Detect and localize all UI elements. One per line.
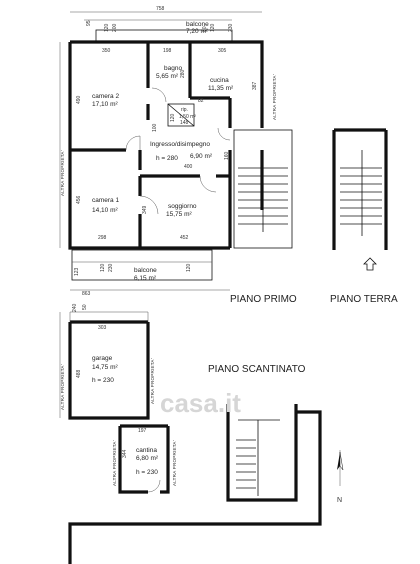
balcone-bottom-area: 6,15 m² bbox=[134, 275, 157, 282]
dim-123: 123 bbox=[74, 267, 80, 276]
soggiorno-area: 15,75 m² bbox=[166, 211, 192, 218]
garage-area: 14,75 m² bbox=[92, 364, 118, 371]
ingresso-area: 6,90 m² bbox=[190, 153, 213, 160]
dim-488: 488 bbox=[76, 369, 82, 378]
dim-120a: 120 bbox=[104, 23, 110, 32]
dim-50: 50 bbox=[82, 304, 88, 310]
rip-extra: 148 bbox=[180, 120, 189, 126]
cucina-area: 11,35 m² bbox=[208, 85, 234, 92]
dim-top-total: 758 bbox=[156, 6, 165, 12]
balconies bbox=[71, 29, 233, 281]
dim-230b: 230 bbox=[108, 263, 114, 272]
floor-title-basement: PIANO SCANTINATO bbox=[208, 364, 306, 375]
dim-120b: 120 bbox=[210, 23, 216, 32]
dim-280: 280 bbox=[180, 69, 186, 78]
dim-350: 350 bbox=[102, 48, 111, 54]
floor-title-first: PIANO PRIMO bbox=[230, 294, 297, 305]
camera1-name: camera 1 bbox=[92, 197, 119, 204]
camera2-name: camera 2 bbox=[92, 93, 119, 100]
room-labels: balcone 7,20 m² camera 2 17,10 m² bagno … bbox=[92, 21, 234, 476]
altra-proprieta-cantina-left: ALTRA PROPRIETA' bbox=[112, 440, 117, 486]
balcone-bottom-name: balcone bbox=[134, 267, 157, 274]
dim-bottom-total: 863 bbox=[82, 291, 91, 297]
dim-456: 456 bbox=[76, 195, 82, 204]
dim-120d: 120 bbox=[100, 263, 106, 272]
dim-197: 197 bbox=[138, 428, 147, 434]
rip-name: rip. bbox=[181, 107, 188, 113]
ground-floor-staircase bbox=[332, 128, 388, 271]
bagno-name: bagno bbox=[164, 65, 182, 72]
garage-height: h = 230 bbox=[92, 377, 114, 384]
dim-490: 490 bbox=[76, 95, 82, 104]
altra-proprieta-cantina-right: ALTRA PROPRIETA' bbox=[172, 440, 177, 486]
dim-452: 452 bbox=[180, 235, 189, 241]
bagno-area: 5,65 m² bbox=[156, 73, 179, 80]
dim-344: 344 bbox=[122, 449, 128, 458]
soggiorno-name: soggiorno bbox=[168, 203, 197, 210]
cantina-height: h = 230 bbox=[136, 469, 158, 476]
camera1-area: 14,10 m² bbox=[92, 207, 118, 214]
dim-240: 240 bbox=[72, 303, 78, 312]
dim-120e: 120 bbox=[186, 263, 192, 272]
neighbour-property-labels: ALTRA PROPRIETA' ALTRA PROPRIETA' ALTRA … bbox=[60, 74, 277, 486]
basement-walls bbox=[68, 311, 322, 564]
dim-82: 82 bbox=[198, 98, 204, 104]
north-label: N bbox=[337, 497, 342, 504]
cantina-name: cantina bbox=[136, 447, 157, 454]
dim-80: 80 bbox=[202, 26, 208, 32]
altra-proprieta-garage-right: ALTRA PROPRIETA' bbox=[150, 358, 155, 404]
dim-198: 198 bbox=[163, 48, 172, 54]
altra-proprieta-right: ALTRA PROPRIETA' bbox=[272, 74, 277, 120]
dim-100: 100 bbox=[152, 123, 158, 132]
floor-title-ground: PIANO TERRA bbox=[330, 294, 398, 305]
rip-area: 1,50 m² bbox=[179, 114, 196, 120]
dim-298: 298 bbox=[98, 235, 107, 241]
cantina-area: 6,80 m² bbox=[136, 455, 159, 462]
dim-120c: 120 bbox=[170, 113, 176, 122]
altra-proprieta-garage-left: ALTRA PROPRIETA' bbox=[60, 364, 65, 410]
dim-200: 200 bbox=[112, 23, 118, 32]
dim-305: 305 bbox=[218, 48, 227, 54]
dimension-lines bbox=[59, 11, 262, 418]
first-floor-staircase bbox=[233, 129, 293, 249]
balcone-top-name: balcone bbox=[186, 21, 209, 28]
ingresso-name: Ingresso/disimpegno bbox=[150, 141, 210, 148]
cucina-name: cucina bbox=[210, 77, 229, 84]
floor-titles: PIANO PRIMO PIANO TERRA PIANO SCANTINATO bbox=[208, 294, 398, 375]
balcone-top-area: 7,20 m² bbox=[186, 28, 209, 35]
dimension-labels: 758 95 120 200 80 120 230 350 198 305 49… bbox=[72, 6, 258, 458]
camera2-area: 17,10 m² bbox=[92, 101, 118, 108]
dim-303: 303 bbox=[98, 325, 107, 331]
dim-400: 400 bbox=[184, 164, 193, 170]
garage-name: garage bbox=[92, 355, 113, 362]
dim-230a: 230 bbox=[228, 23, 234, 32]
door-swings bbox=[125, 87, 231, 215]
watermark: casa.it bbox=[160, 388, 241, 418]
altra-proprieta-left: ALTRA PROPRIETA' bbox=[60, 150, 65, 196]
dim-160: 160 bbox=[224, 151, 230, 160]
dim-349: 349 bbox=[142, 205, 148, 214]
ingresso-height: h = 280 bbox=[156, 155, 178, 162]
north-arrow-icon: N bbox=[337, 450, 344, 504]
dim-95: 95 bbox=[86, 20, 92, 26]
dim-387: 387 bbox=[252, 81, 258, 90]
